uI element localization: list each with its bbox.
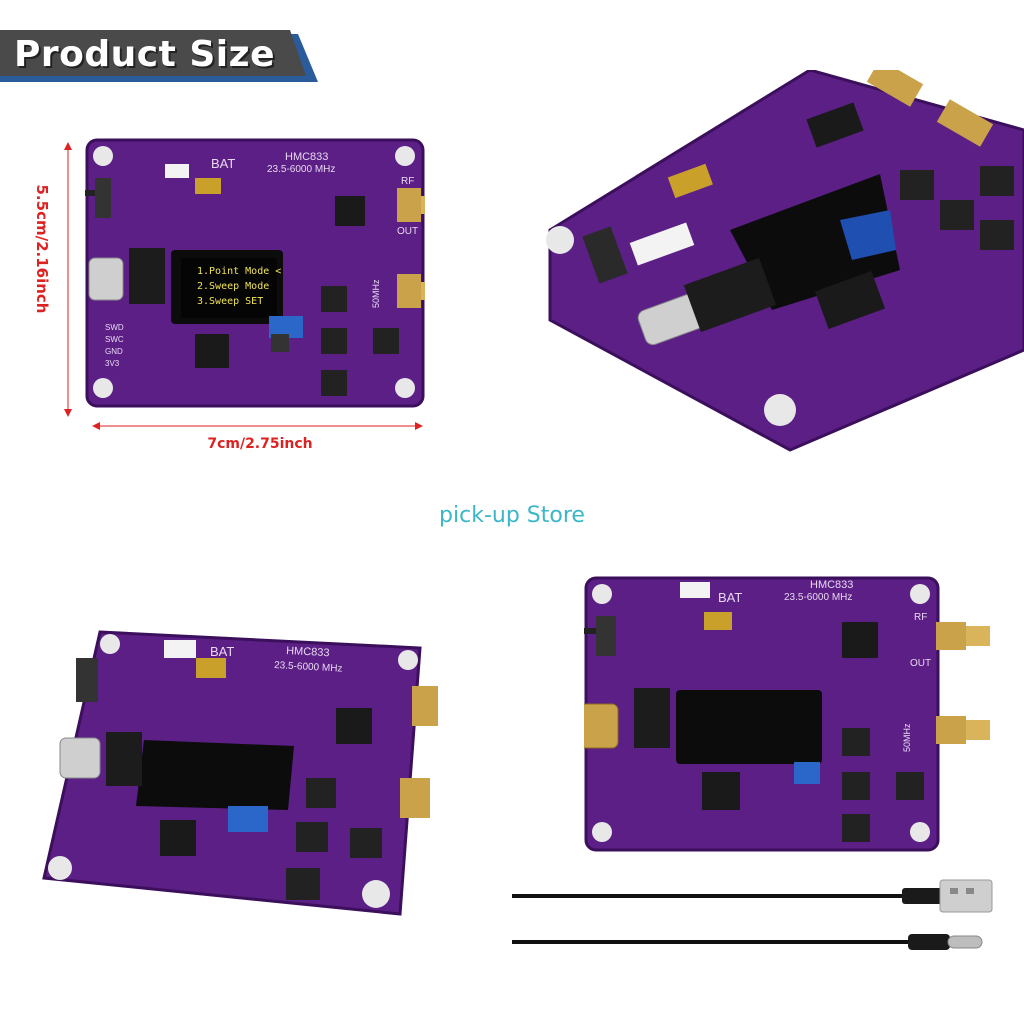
banner-title: Product Size [14,34,275,75]
board-photo-front-off: HMC833 23.5-6000 MHz BAT RF OUT 50MHz [584,576,990,852]
mhz-label-3: 50MHz [902,723,912,752]
rf-label: RF [401,176,414,187]
pin-3v3: 3V3 [105,359,120,368]
oled-menu-item-2: 2.Sweep Mode [197,281,269,292]
freq-label: 23.5-6000 MHz [267,164,335,175]
pin-swd: SWD [105,323,124,332]
freq-label-3: 23.5-6000 MHz [784,592,852,603]
chip-label-2: HMC833 [286,645,330,659]
usb-cable-photo [512,879,993,950]
height-dimension-label: 5.5cm/2.16inch [33,184,51,314]
out-label-3: OUT [910,658,931,669]
board-photo-perspective: HMC833 23.5-6000 MHz BAT [42,630,438,916]
freq-label-2: 23.5-6000 MHz [274,660,343,675]
oled-menu-item-1: 1.Point Mode < [197,266,281,277]
mhz-label: 50MHz [371,279,381,308]
width-dimension-label: 7cm/2.75inch [207,436,313,452]
rf-label-3: RF [914,612,927,623]
store-name: pick-up Store [439,503,585,528]
board-photo-front: 1.Point Mode < 2.Sweep Mode 3.Sweep SET … [85,138,425,408]
chip-label-3: HMC833 [810,579,853,591]
pin-gnd: GND [105,347,123,356]
bat-label: BAT [211,156,235,171]
chip-label: HMC833 [285,151,328,163]
oled-menu-item-3: 3.Sweep SET [197,296,263,307]
out-label: OUT [397,226,418,237]
board-photo-angled [546,70,1024,452]
product-size-banner [0,30,318,82]
bat-label-3: BAT [718,590,742,605]
bat-label-2: BAT [210,644,234,659]
pin-swc: SWC [105,335,124,344]
